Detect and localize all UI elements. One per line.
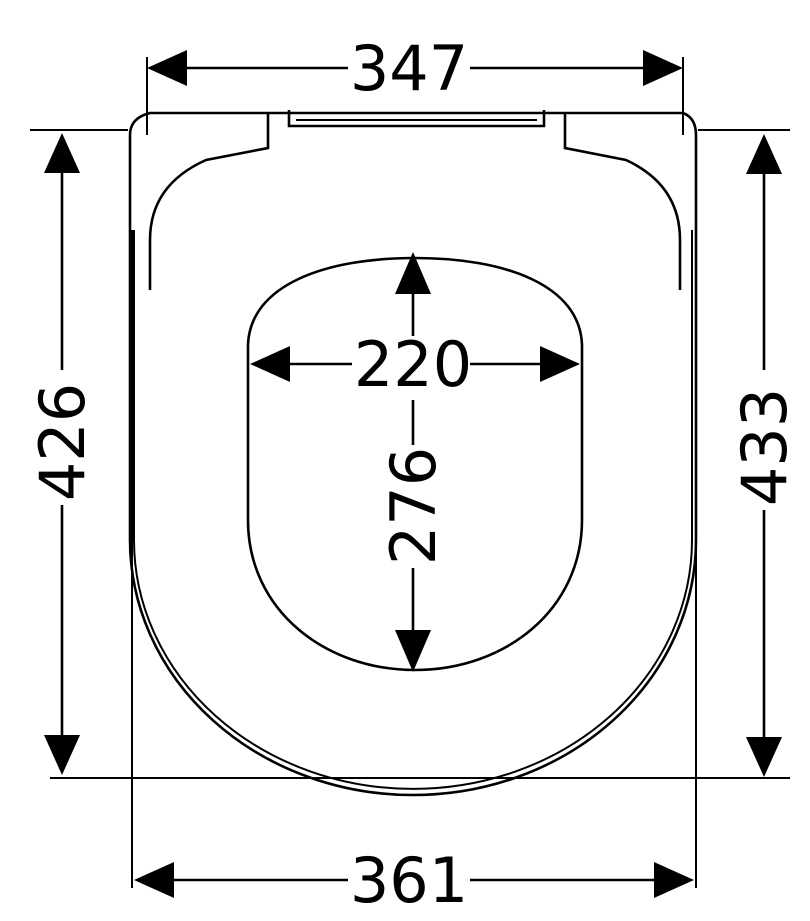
arrowhead-right [643, 50, 683, 86]
top-width-label: 347 [350, 32, 468, 105]
arrowhead-left [147, 50, 187, 86]
arrowhead-right [654, 862, 694, 898]
hinge-cutout-right [563, 113, 682, 290]
dimension-bottom-width: 361 [134, 844, 694, 917]
dimension-opening-length: 276 [377, 252, 450, 672]
arrowhead-bottom [44, 735, 80, 775]
bottom-width-label: 361 [350, 844, 468, 917]
hinge-cutout [148, 113, 270, 290]
dimension-right-length: 433 [728, 134, 801, 777]
seat-opening [246, 256, 584, 672]
arrowhead-top [746, 134, 782, 174]
arrowhead-top [44, 133, 80, 173]
right-length-label: 433 [728, 388, 801, 506]
extension-lines [30, 57, 790, 888]
dimension-top-width: 347 [147, 32, 683, 105]
hinge-bar [287, 110, 546, 128]
arrowhead-bottom [746, 737, 782, 777]
arrowhead-top [395, 252, 431, 294]
seat-rim-edge [133, 230, 693, 790]
opening-width-label: 220 [354, 328, 472, 401]
dimension-opening-width: 220 [250, 328, 580, 401]
opening-length-label: 276 [377, 447, 450, 565]
arrowhead-bottom [395, 630, 431, 672]
left-length-label: 426 [26, 383, 99, 501]
dimension-left-length: 426 [26, 133, 99, 775]
arrowhead-right [540, 346, 580, 382]
arrowhead-left [134, 862, 174, 898]
arrowhead-left [250, 346, 290, 382]
